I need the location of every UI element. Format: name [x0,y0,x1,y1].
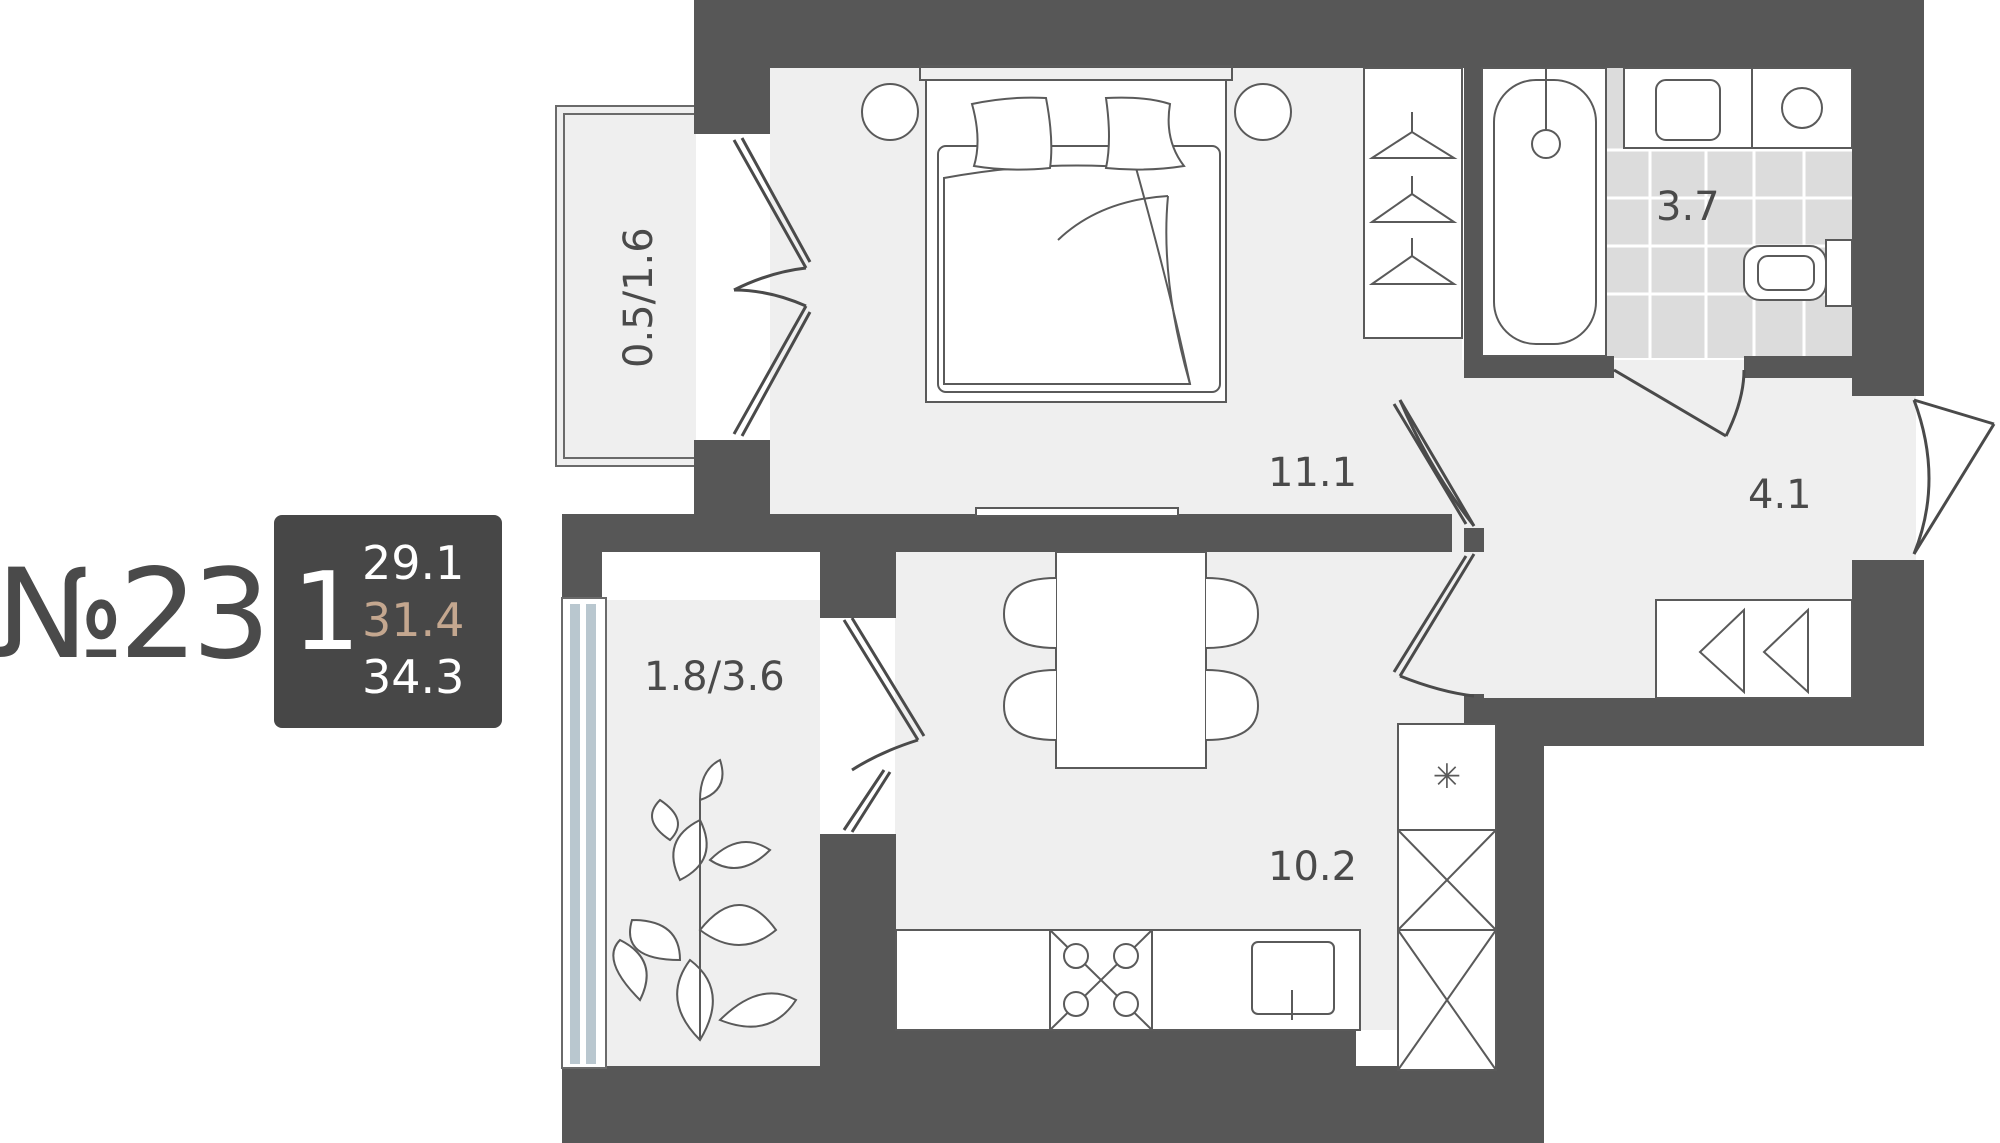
wardrobe [1363,67,1463,339]
bedroom-area: 11.1 [1268,450,1357,496]
bedroom-door [1398,399,1476,527]
bathroom-area: 3.7 [1656,184,1720,230]
chair [1205,577,1260,649]
hallway-area: 4.1 [1748,472,1812,518]
wall-bathroom-left [1464,68,1482,378]
total-area: 31.4 [362,593,465,647]
wall-bedroom-left-top [694,0,770,134]
hallway-closet [1655,599,1853,699]
area-card: 1 29.1 31.4 34.3 [274,515,502,728]
wall-bottom [562,1066,1544,1143]
burner-icon [1063,991,1089,1017]
balcony-top-door-arc-2 [733,288,807,308]
room-labels: 0.5/1.6 11.1 3.7 4.1 1.8/3.6 10.2 [616,184,1812,890]
toilet-tank [1825,239,1853,307]
hanger-icon [1368,254,1458,285]
apartment-number: №23 [0,543,271,687]
snowflake-icon: ✳ [1433,757,1462,797]
wall-balcony-bottom-divider-bottom [820,834,896,1066]
chair [1205,669,1260,741]
wall-balcony-bottom-top-left [562,514,602,598]
tv [975,507,1179,517]
area-values: 29.1 31.4 34.3 [362,535,464,706]
chair [1002,669,1057,741]
bathroom-door [1613,368,1727,438]
hanger-icon [1698,607,1745,695]
bedroom-furniture [861,65,1463,517]
burner-icon [1063,943,1089,969]
pillow-left [970,96,1053,171]
balcony-top-door-2 [732,305,808,435]
wall-bathroom-bottom-left [1464,356,1614,378]
wall-right-top [1852,0,1924,396]
hanger-icon [1762,607,1809,695]
wall-balcony-bottom-divider-top [820,514,896,618]
pillow-right [1104,96,1186,171]
balcony-top-floor [556,106,696,466]
room-count: 1 [292,550,361,675]
washer-drum-icon [1781,87,1823,129]
balcony-top-railing [555,105,694,467]
kitchen-area: 10.2 [1268,844,1357,890]
hanger-icon [1368,192,1458,223]
balcony-top-door-1 [732,139,808,269]
wall-hallway-left-base [1464,694,1484,710]
balcony-bottom-door-2 [842,769,886,831]
entry-door-top [1913,398,1995,426]
walls [562,0,1924,1143]
wall-bottom-inner [820,1030,1356,1070]
wall-middle [562,514,1452,552]
nightstand-right [1234,83,1292,141]
chair [1002,577,1057,649]
balcony-bottom-door-1 [842,619,920,741]
kitchen-door [1398,553,1476,677]
bathroom-fixtures [1481,67,1853,357]
doors [732,137,1996,833]
balcony-bottom-glass [561,597,607,1069]
balcony-top-area: 0.5/1.6 [616,227,662,368]
nightstand-left [861,83,919,141]
sink [1655,79,1721,141]
kitchen-furniture: ✳ [895,551,1497,1071]
burner-icon [1113,991,1139,1017]
balcony-top-door-arc-1 [733,266,807,292]
burner-icon [1113,943,1139,969]
hallway-wardrobe [1655,599,1853,699]
balcony-bottom-area: 1.8/3.6 [644,654,785,700]
wall-top [694,0,1924,68]
living-area: 29.1 [362,536,465,590]
total-area-with-balconies: 34.3 [362,650,465,704]
wall-bathroom-bottom-right [1744,356,1864,378]
dining-table [1055,551,1207,769]
hanger-icon [1368,130,1458,159]
drain-icon [1531,129,1561,159]
wall-hallway-left-stub [1464,528,1484,552]
wall-balcony-bottom-base [562,1066,602,1143]
plant-icon [612,758,798,1042]
